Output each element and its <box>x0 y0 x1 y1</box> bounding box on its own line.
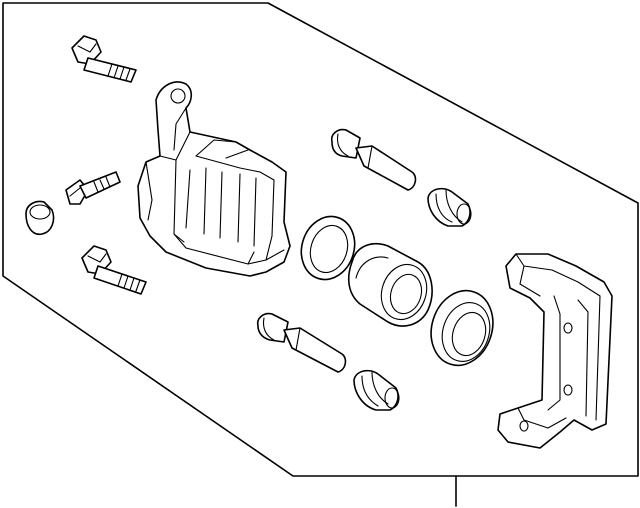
pin-boot-lower-icon <box>353 369 400 411</box>
assembly-frame <box>2 2 639 477</box>
guide-bolt-upper-icon <box>71 35 137 83</box>
caliper-bracket-icon <box>497 253 613 449</box>
piston-icon <box>347 242 433 327</box>
bleeder-screw-icon <box>65 171 121 205</box>
pin-boot-upper-icon <box>427 187 472 227</box>
bleeder-cap-icon <box>25 200 55 236</box>
guide-pin-upper-icon <box>330 128 417 191</box>
guide-bolt-lower-icon <box>81 245 147 295</box>
caliper-housing-icon <box>137 81 291 277</box>
piston-seal-icon <box>300 215 356 281</box>
guide-pin-lower-icon <box>256 312 347 373</box>
dust-boot-icon <box>430 289 494 367</box>
